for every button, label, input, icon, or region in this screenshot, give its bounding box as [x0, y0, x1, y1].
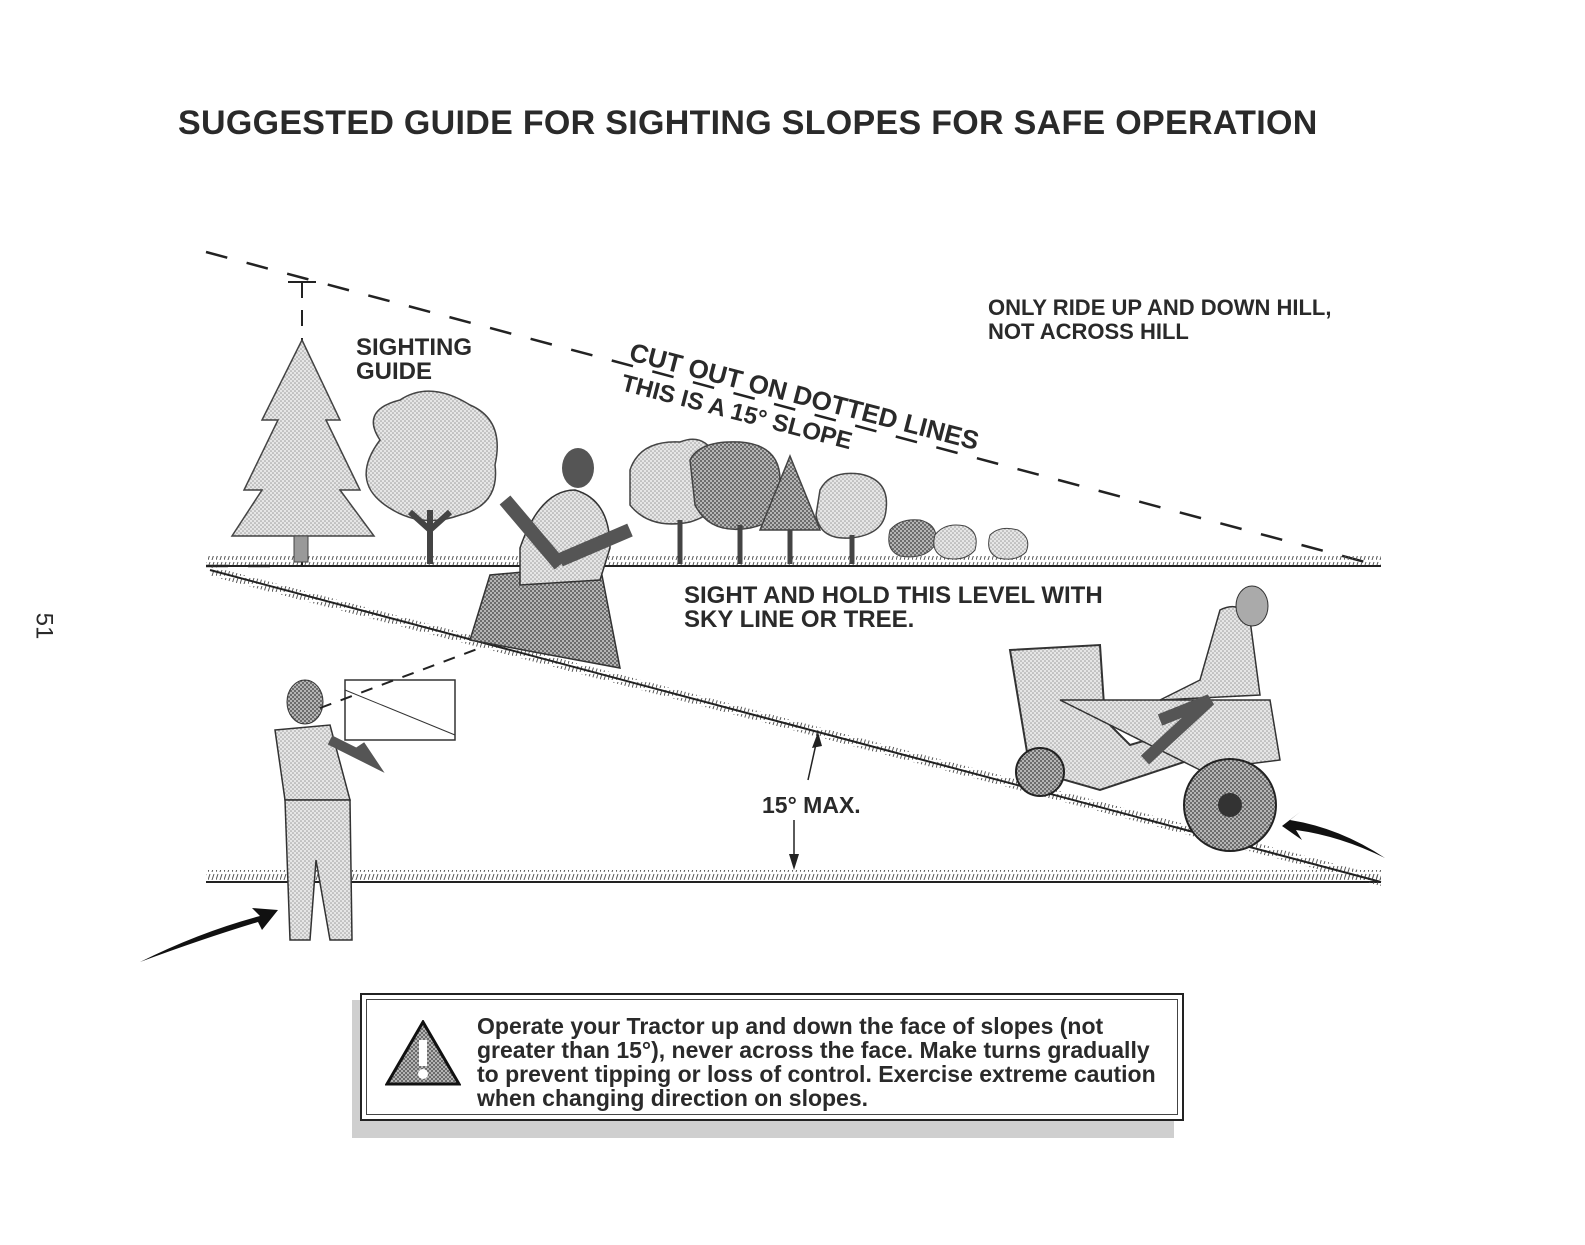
warning-box: Operate your Tractor up and down the fac…	[360, 993, 1184, 1121]
tree-1	[365, 390, 498, 564]
pine-tree	[230, 338, 376, 563]
slope-line	[209, 569, 1382, 883]
sight-hold-note: SIGHT AND HOLD THIS LEVEL WITH SKY LINE …	[684, 584, 1164, 632]
sighting-dashed-line	[205, 250, 1381, 568]
rider-rear-view	[469, 448, 633, 669]
page-title: SUGGESTED GUIDE FOR SIGHTING SLOPES FOR …	[178, 104, 1318, 142]
tree-row	[629, 438, 1029, 564]
sight-hold-line-2: SKY LINE OR TREE.	[684, 606, 915, 633]
warning-triangle-icon	[385, 1020, 461, 1086]
warning-text: Operate your Tractor up and down the fac…	[477, 1013, 1156, 1111]
arrow-left-icon	[1282, 812, 1385, 858]
warning-box-inner: Operate your Tractor up and down the fac…	[366, 999, 1178, 1115]
tractor-side-view	[1008, 585, 1281, 852]
max-angle-label: 15° MAX.	[762, 792, 861, 818]
held-guide-card	[344, 679, 456, 741]
ground-grass	[206, 870, 1381, 880]
man-with-guide	[274, 647, 481, 941]
ride-direction-note: ONLY RIDE UP AND DOWN HILL, NOT ACROSS H…	[988, 296, 1408, 344]
ride-note-line-2: NOT ACROSS HILL	[988, 319, 1189, 344]
sighting-guide-line-1: SIGHTING	[356, 334, 473, 361]
sighting-guide-label: SIGHTING GUIDE	[356, 336, 506, 384]
horizon-grass	[206, 556, 1381, 566]
arrow-right-icon	[140, 908, 278, 962]
sight-hold-line-1: SIGHT AND HOLD THIS LEVEL WITH	[684, 582, 1103, 609]
ride-note-line-1: ONLY RIDE UP AND DOWN HILL,	[988, 295, 1332, 320]
sighting-guide-line-2: GUIDE	[356, 358, 433, 385]
